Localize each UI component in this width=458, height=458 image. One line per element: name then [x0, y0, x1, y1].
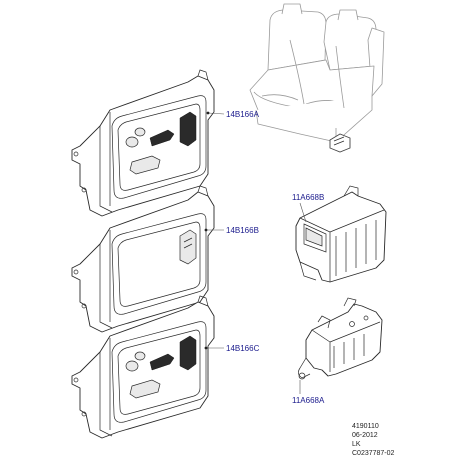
part-label-14b166a: 14B166A — [226, 110, 260, 119]
switch-module-11a668a — [298, 297, 383, 380]
footer-illustration-number: 4190110 — [352, 423, 379, 430]
leader-dot-14b166a — [206, 111, 210, 115]
part-label-11a668b: 11A668B — [292, 193, 324, 202]
panel-14b166b — [71, 185, 215, 333]
footer-code: LK — [352, 441, 361, 448]
footer-date: 06-2012 — [352, 432, 378, 439]
rear-seat-illustration — [249, 3, 385, 153]
part-label-14b166c: 14B166C — [226, 344, 260, 353]
panel-14b166a — [71, 69, 215, 217]
leader-line-14b166a — [207, 112, 225, 115]
switch-module-11a668b — [295, 185, 387, 283]
leader-dot-14b166c — [204, 346, 208, 350]
leader-line-11a668b — [299, 202, 307, 223]
leader-dot-14b166b — [204, 228, 208, 232]
part-label-11a668a: 11A668A — [292, 396, 325, 405]
footer-reference: C0237787-02 — [352, 450, 395, 457]
panel-14b166c — [71, 295, 215, 439]
part-label-14b166b: 14B166B — [226, 226, 259, 235]
